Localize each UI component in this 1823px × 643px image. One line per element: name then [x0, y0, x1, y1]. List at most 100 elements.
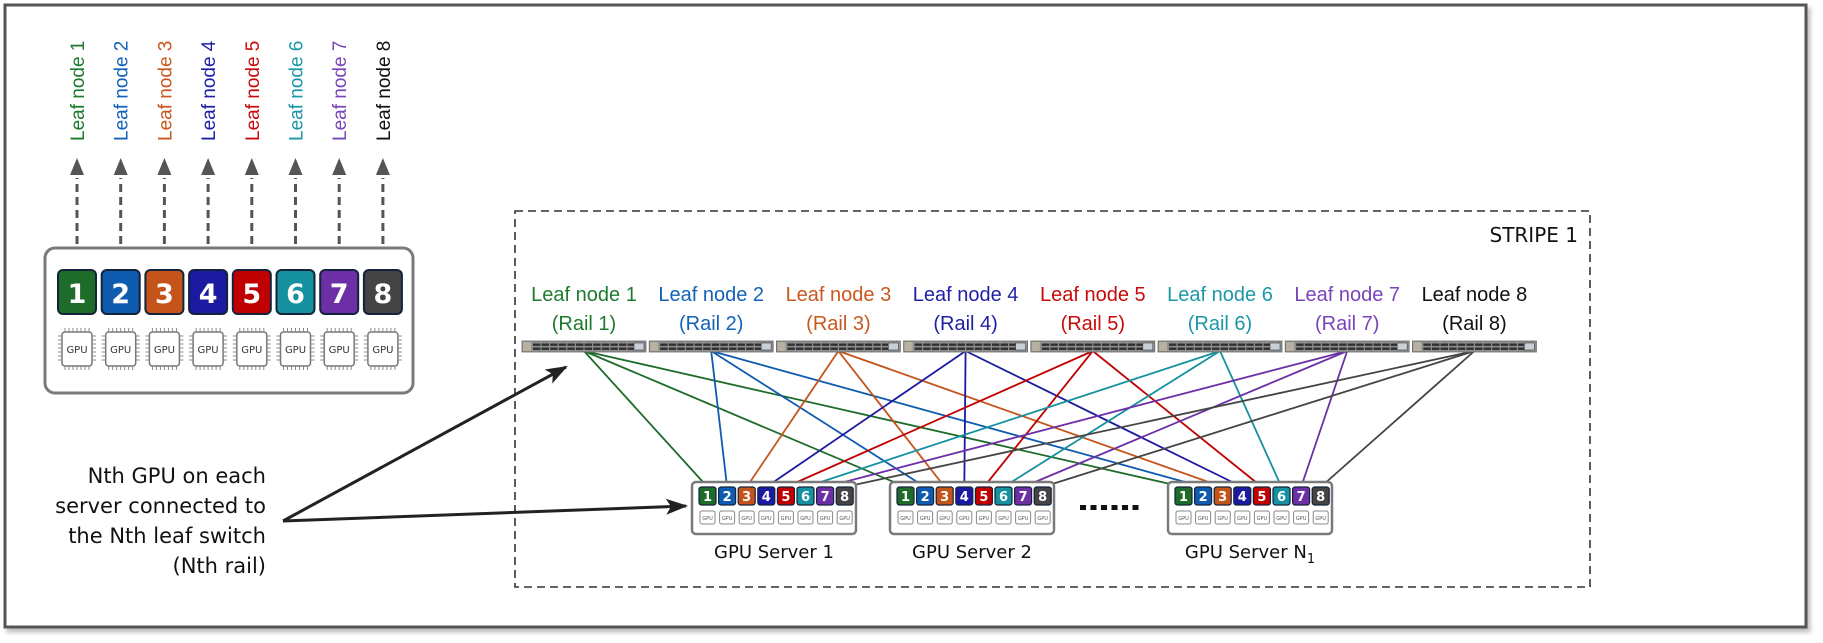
svg-text:GPU: GPU	[241, 345, 262, 356]
svg-text:GPU: GPU	[198, 345, 219, 356]
gpu-chip-icon: GPU	[232, 328, 271, 370]
rail-link-7-server-3	[1300, 350, 1349, 488]
server-gpu-badge-5: 5	[974, 486, 994, 506]
server-label: GPU Server 2	[912, 542, 1032, 563]
svg-text:8: 8	[1038, 490, 1047, 505]
leaf-node-label: Leaf node 3	[786, 284, 892, 306]
gpu-chip-icon: GPU	[363, 328, 402, 370]
svg-text:1: 1	[901, 490, 910, 505]
rail-link-6-server-2	[1003, 350, 1221, 488]
svg-text:4: 4	[762, 490, 771, 505]
gpu-chip-icon: GPU	[1214, 510, 1231, 525]
gpu-chip-icon: GPU	[936, 510, 953, 525]
legend-leaf-label-7: Leaf node 7	[330, 41, 351, 141]
leaf-node-label: Leaf node 7	[1294, 284, 1400, 306]
legend-arrow-head-2	[113, 158, 128, 175]
leaf-switch-7: Leaf node 7 (Rail 7)	[1284, 284, 1410, 353]
svg-text:GPU: GPU	[1178, 516, 1189, 522]
svg-text:GPU: GPU	[66, 345, 87, 356]
legend-gpu-badge-7: 7	[319, 269, 360, 315]
annotation-line: server connected to	[55, 494, 266, 518]
rail-link-1-server-3	[583, 350, 1184, 488]
svg-text:4: 4	[199, 279, 218, 310]
rail-label: (Rail 7)	[1315, 313, 1379, 335]
gpu-chip-icon: GPU	[797, 510, 814, 525]
gpu-chip-icon: GPU	[1312, 510, 1329, 525]
svg-text:1: 1	[68, 279, 87, 310]
server-gpu-badge-3: 3	[935, 486, 954, 506]
server-gpu-badge-4: 4	[757, 486, 776, 506]
svg-text:GPU: GPU	[920, 516, 931, 522]
svg-text:7: 7	[1297, 490, 1306, 505]
leaf-switch-3: Leaf node 3(Rail 3)	[776, 284, 901, 353]
leaf-switches: Leaf node 1(Rail 1)Leaf node 2(Rail 2)Le…	[521, 284, 1537, 353]
more-servers-ellipsis: ......	[1080, 505, 1139, 510]
gpu-chip-icon: GPU	[719, 510, 736, 525]
svg-text:3: 3	[1218, 490, 1227, 505]
leaf-switch-4: Leaf node 4(Rail 4)	[903, 284, 1028, 353]
svg-text:GPU: GPU	[979, 516, 990, 522]
svg-text:3: 3	[940, 490, 949, 505]
svg-text:3: 3	[742, 490, 751, 505]
leaf-node-label: Leaf node 8	[1422, 284, 1528, 306]
legend-server-box	[43, 246, 415, 395]
svg-text:5: 5	[979, 490, 988, 505]
legend-leaf-label-5: Leaf node 5	[243, 41, 264, 141]
leaf-node-label: Leaf node 6	[1167, 284, 1273, 306]
svg-text:GPU: GPU	[154, 345, 175, 356]
svg-text:GPU: GPU	[939, 516, 950, 522]
server-gpu-badge-1: 1	[698, 486, 717, 506]
server-gpu-badge-4: 4	[955, 486, 974, 506]
leaf-node-label: Leaf node 2	[658, 284, 764, 306]
svg-text:GPU: GPU	[1018, 516, 1029, 522]
gpu-chip-icon: GPU	[320, 328, 359, 370]
rail-link-1-server-1	[583, 350, 709, 488]
svg-text:GPU: GPU	[839, 516, 850, 522]
svg-text:GPU: GPU	[998, 516, 1009, 522]
network-switch-icon	[1284, 340, 1410, 353]
gpu-chip-icon: GPU	[1273, 510, 1290, 525]
rail-label: (Rail 1)	[552, 313, 616, 335]
leaf-switch-1: Leaf node 1 (Rail 1)	[521, 284, 647, 353]
leaf-node-label: Leaf node 1	[531, 284, 637, 306]
svg-text:GPU: GPU	[959, 516, 970, 522]
server-gpu-badge-7: 7	[1291, 486, 1311, 506]
svg-text:GPU: GPU	[1257, 516, 1268, 522]
svg-text:GPU: GPU	[329, 345, 350, 356]
gpu-chip-icon: GPU	[1015, 510, 1032, 525]
server-gpu-badge-7: 7	[1013, 486, 1033, 506]
server-gpu-badge-3: 3	[1213, 486, 1232, 506]
svg-text:GPU: GPU	[110, 345, 131, 356]
gpu-chip-icon: GPU	[101, 328, 140, 370]
rail-link-2-server-2	[710, 350, 926, 488]
server-gpu-badge-7: 7	[815, 486, 835, 506]
server-gpu-badge-2: 2	[717, 486, 737, 506]
svg-text:5: 5	[781, 490, 790, 505]
gpu-chip-icon: GPU	[956, 510, 973, 525]
rail-link-3-server-3	[838, 350, 1224, 488]
svg-text:2: 2	[111, 279, 130, 310]
svg-text:GPU: GPU	[741, 516, 752, 522]
svg-text:7: 7	[330, 279, 349, 310]
legend-gpu-badge-2: 2	[100, 269, 141, 315]
legend-arrow-head-8	[375, 158, 390, 175]
svg-text:3: 3	[155, 279, 174, 310]
rail-link-8-server-3	[1320, 350, 1475, 488]
svg-text:GPU: GPU	[820, 516, 831, 522]
svg-text:5: 5	[1257, 490, 1266, 505]
stripe-boundary	[514, 210, 1591, 588]
legend-arrow-head-3	[157, 158, 172, 175]
svg-text:GPU: GPU	[1315, 516, 1326, 522]
gpu-chip-icon: GPU	[917, 510, 934, 525]
legend-gpu-badge-5: 5	[231, 269, 272, 315]
gpu-chip-icon: GPU	[836, 510, 853, 525]
gpu-chip-icon: GPU	[975, 510, 992, 525]
network-switch-icon	[1157, 340, 1283, 353]
svg-text:6: 6	[999, 490, 1008, 505]
svg-text:GPU: GPU	[722, 516, 733, 522]
leaf-switch-8: Leaf node 8(Rail 8)	[1412, 284, 1537, 353]
